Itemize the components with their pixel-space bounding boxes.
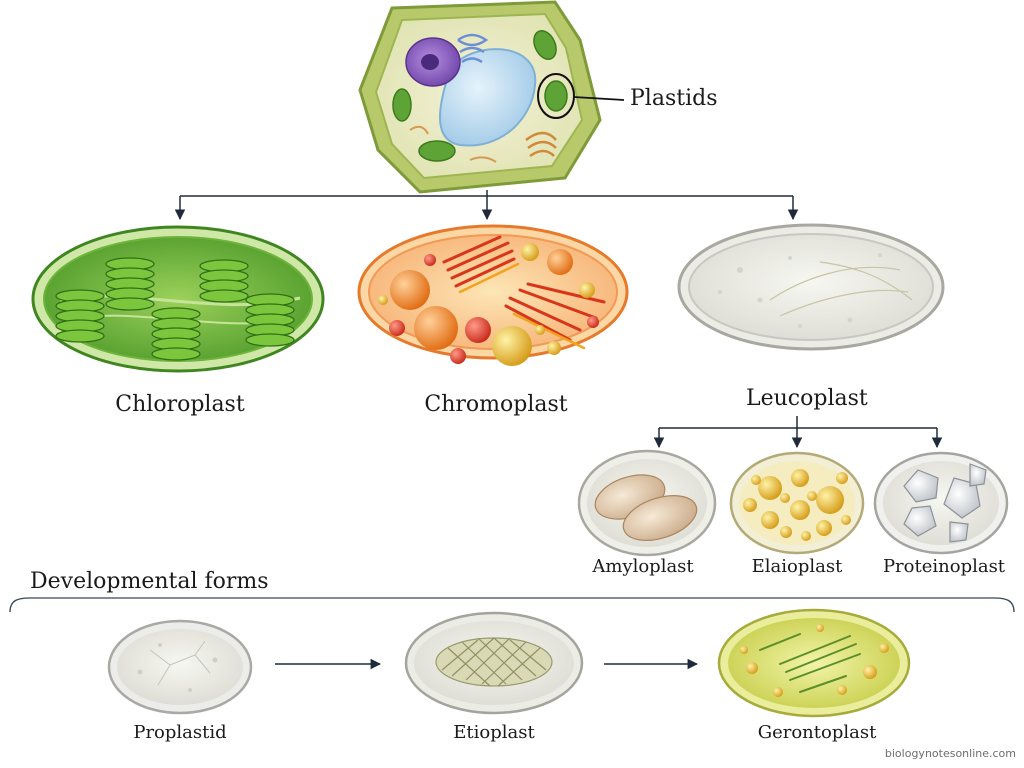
gerontoplast-label: Gerontoplast (757, 722, 877, 743)
chloroplast-illustration (31, 225, 325, 373)
etioplast-label: Etioplast (453, 722, 535, 743)
developmental-bracket (9, 597, 1015, 613)
amyloplast-illustration (577, 449, 717, 557)
proplastid-label: Proplastid (133, 722, 227, 743)
chloroplast-label: Chloroplast (115, 392, 245, 417)
proplastid-illustration (107, 619, 253, 715)
proteinoplast-illustration (873, 451, 1009, 555)
elaioplast-illustration (729, 451, 865, 555)
leucoplast-label: Leucoplast (746, 386, 868, 411)
leucoplast-connector (653, 416, 943, 449)
developmental-forms-heading: Developmental forms (30, 569, 269, 594)
chromoplast-illustration (357, 224, 629, 366)
proteinoplast-label: Proteinoplast (882, 556, 1006, 577)
etioplast-illustration (404, 611, 584, 715)
gerontoplast-illustration (717, 608, 911, 718)
plastids-label: Plastids (630, 86, 718, 111)
leucoplast-illustration (677, 223, 945, 351)
plant-cell-illustration (358, 0, 625, 194)
chromoplast-label: Chromoplast (424, 392, 568, 417)
watermark-text: biologynotesonline.com (884, 747, 1016, 760)
classification-connector (174, 190, 799, 221)
amyloplast-label: Amyloplast (592, 556, 694, 577)
elaioplast-label: Elaioplast (751, 556, 843, 577)
